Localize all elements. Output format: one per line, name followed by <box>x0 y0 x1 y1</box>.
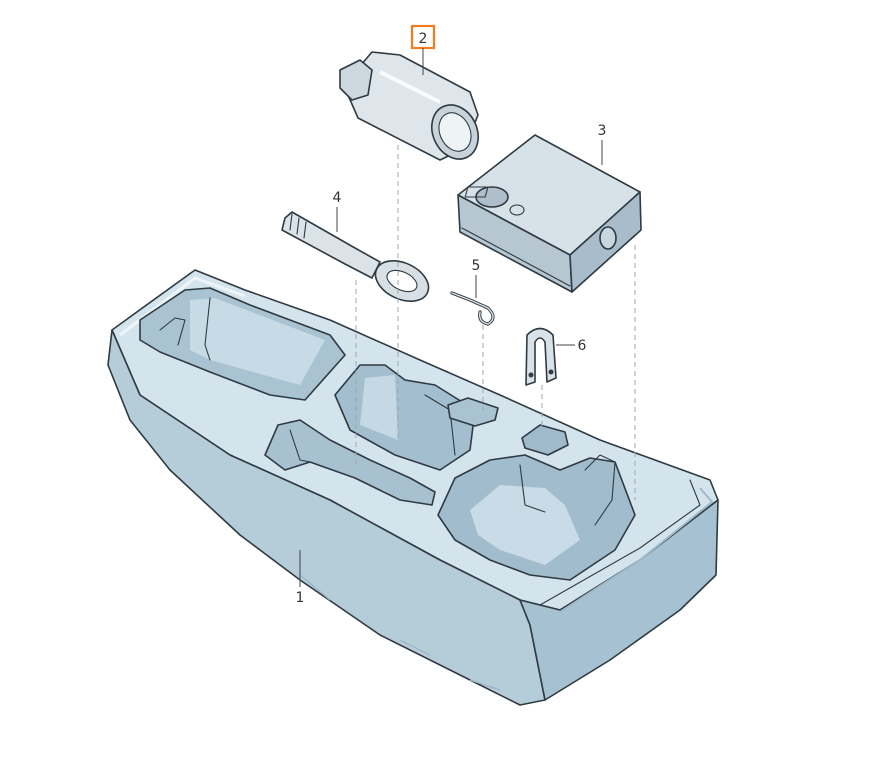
u-bracket-part-6[interactable] <box>525 327 557 386</box>
adapter-part-2[interactable] <box>339 51 487 167</box>
towing-eye-part-4[interactable] <box>281 211 435 309</box>
callout-6[interactable]: 6 <box>556 338 587 354</box>
callout-1-label: 1 <box>296 590 305 606</box>
callout-1[interactable]: 1 <box>296 550 305 606</box>
u-bracket-shape <box>525 327 557 386</box>
callout-5[interactable]: 5 <box>472 258 481 298</box>
callout-6-label: 6 <box>578 338 587 354</box>
tray-small-pocket <box>521 424 569 456</box>
callout-2[interactable]: 2 <box>410 24 436 75</box>
spring-clip-part-5[interactable] <box>450 291 495 326</box>
callout-5-label: 5 <box>472 258 481 274</box>
assembly-lines <box>355 145 636 500</box>
callout-4[interactable]: 4 <box>333 190 342 232</box>
towing-eye-shaft <box>281 211 381 279</box>
callout-3-label: 3 <box>598 123 607 139</box>
callout-2-label: 2 <box>419 31 428 47</box>
tray-front-side <box>107 329 546 706</box>
callout-3[interactable]: 3 <box>598 123 607 165</box>
foam-tray-part-1[interactable] <box>107 269 719 706</box>
tray-clip-slot <box>447 397 499 427</box>
callout-4-label: 4 <box>333 190 342 206</box>
compressor-part-3[interactable] <box>457 134 642 293</box>
